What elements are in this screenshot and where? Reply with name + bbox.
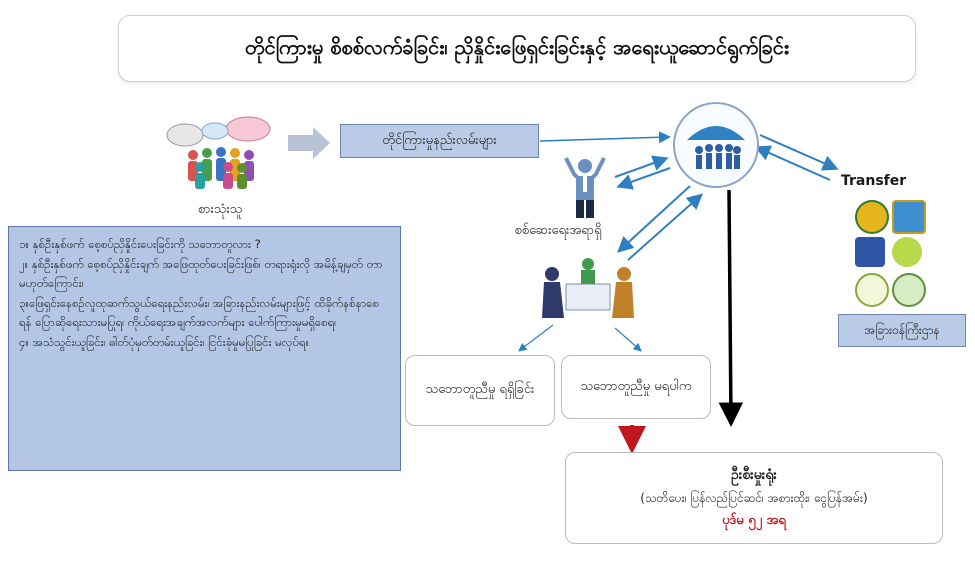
other-departments-box: အခြားဝန်ကြီးဌာန <box>838 314 966 347</box>
department-logo-3-icon <box>855 237 885 267</box>
agency-to-meeting-arrow <box>617 185 691 253</box>
procedure-step: ၂။ နှစ်ဦးနှစ်ဖက် စေ့စပ်ညှိနှိုင်းချက် အဖ… <box>19 257 383 290</box>
consumer-affairs-seal <box>671 100 761 190</box>
meeting-to-agreement-arrow <box>518 324 554 352</box>
inspector-label: စစ်ဆေးရေးအရာရှိ <box>514 223 602 238</box>
consumer-to-channels-arrow <box>288 127 330 159</box>
legal-section-reference: ပုဒ်မ ၅၂ အရ <box>722 513 786 528</box>
department-logo-6-icon <box>892 273 926 307</box>
consumer-crowd-icon <box>166 116 271 189</box>
meeting-to-no-agreement-arrow <box>614 327 642 352</box>
agreement-reached-box: သဘောတူညီမှု ရရှိခြင်း <box>405 355 555 426</box>
department-logo-1-icon <box>855 200 889 234</box>
director-office-box: ဦးစီးမှုးရုံး (သတိပေး၊ ပြန်လည်ပြင်ဆင်၊ အ… <box>565 452 943 544</box>
channels-to-agency-arrow <box>539 131 671 144</box>
meeting-icon <box>542 258 634 318</box>
consumer-label: စားသုံးသူ <box>197 202 243 217</box>
department-logo-5-icon <box>855 273 889 307</box>
director-office-actions: (သတိပေး၊ ပြန်လည်ပြင်ဆင်၊ အစားထိုး၊ ငွေပြ… <box>640 491 868 505</box>
department-logos <box>850 195 930 307</box>
procedure-step: ၁။ နှစ်ဦးနှစ်ဖက် စေ့စပ်ညှိနှိုင်းပေးခြင်… <box>19 237 261 251</box>
agency-to-office-arrow <box>718 189 744 427</box>
complaint-channels-box: တိုင်ကြားမှုနည်းလမ်းများ <box>340 124 539 158</box>
meeting-to-agency-arrow <box>627 193 703 261</box>
agency-to-inspector-arrow <box>616 167 671 190</box>
inspector-figure-icon <box>564 157 606 218</box>
no-agreement-box: သဘောတူညီမှု မရပါက <box>561 355 711 419</box>
department-logo-2-icon <box>892 200 926 234</box>
transfer-to-agency-arrow <box>754 145 831 181</box>
page-title: တိုင်ကြားမှု စိစစ်လက်ခံခြင်း၊ ညှိနှိုင်း… <box>118 15 916 82</box>
procedure-step: ၄။ အသံသွင်းယူခြင်း၊ ဓါတ်ပုံမှတ်တမ်းယူခြင… <box>19 335 310 349</box>
procedure-steps-panel: ၁။ နှစ်ဦးနှစ်ဖက် စေ့စပ်ညှိနှိုင်းပေးခြင်… <box>8 226 401 471</box>
inspector-to-agency-arrow <box>614 155 669 178</box>
director-office-title: ဦးစီးမှုးရုံး <box>731 467 777 483</box>
agency-to-transfer-arrow <box>759 134 839 171</box>
procedure-step: ၃။ဖြေရှင်းနေစဉ်လူထုဆက်သွယ်ရေးနည်းလမ်း၊ အ… <box>19 296 380 329</box>
department-logo-4-icon <box>892 237 922 267</box>
transfer-label: Transfer <box>841 173 907 189</box>
